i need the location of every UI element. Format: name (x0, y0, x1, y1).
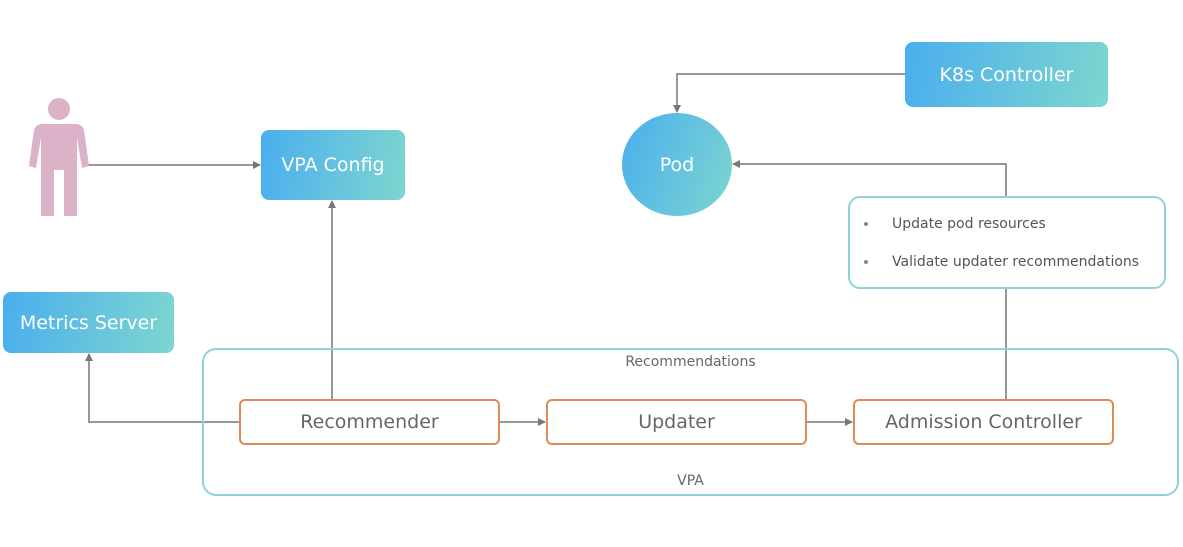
arrow-admission-controller-to-pod (732, 160, 1007, 399)
k8s-controller-label: K8s Controller (939, 63, 1074, 86)
k8s-controller-node[interactable]: K8s Controller (905, 42, 1108, 107)
metrics-server-label: Metrics Server (19, 311, 158, 334)
recommender-node[interactable]: Recommender (239, 399, 500, 445)
note-item: Validate updater recommendations (864, 254, 1139, 270)
admission-notes-box: Update pod resources Validate updater re… (848, 196, 1166, 289)
updater-node[interactable]: Updater (546, 399, 807, 445)
bullet-icon (864, 260, 868, 264)
note-text: Validate updater recommendations (892, 254, 1140, 270)
vpa-config-node[interactable]: VPA Config (261, 130, 405, 200)
pod-node[interactable]: Pod (622, 113, 732, 216)
recommendations-label: Recommendations (625, 354, 756, 370)
admission-controller-label: Admission Controller (885, 411, 1082, 433)
updater-label: Updater (638, 411, 715, 433)
vpa-container (202, 348, 1179, 496)
admission-controller-node[interactable]: Admission Controller (853, 399, 1114, 445)
arrow-recommender-to-metrics-server (85, 353, 239, 423)
arrow-k8s-controller-to-pod (673, 73, 905, 113)
bullet-icon (864, 222, 868, 226)
person-icon (29, 98, 89, 216)
pod-label: Pod (659, 153, 695, 176)
metrics-server-node[interactable]: Metrics Server (3, 292, 174, 353)
vpa-label: VPA (677, 473, 704, 489)
recommender-label: Recommender (300, 411, 439, 433)
vpa-config-label: VPA Config (281, 154, 385, 176)
note-item: Update pod resources (864, 216, 1046, 232)
note-text: Update pod resources (892, 216, 1046, 232)
